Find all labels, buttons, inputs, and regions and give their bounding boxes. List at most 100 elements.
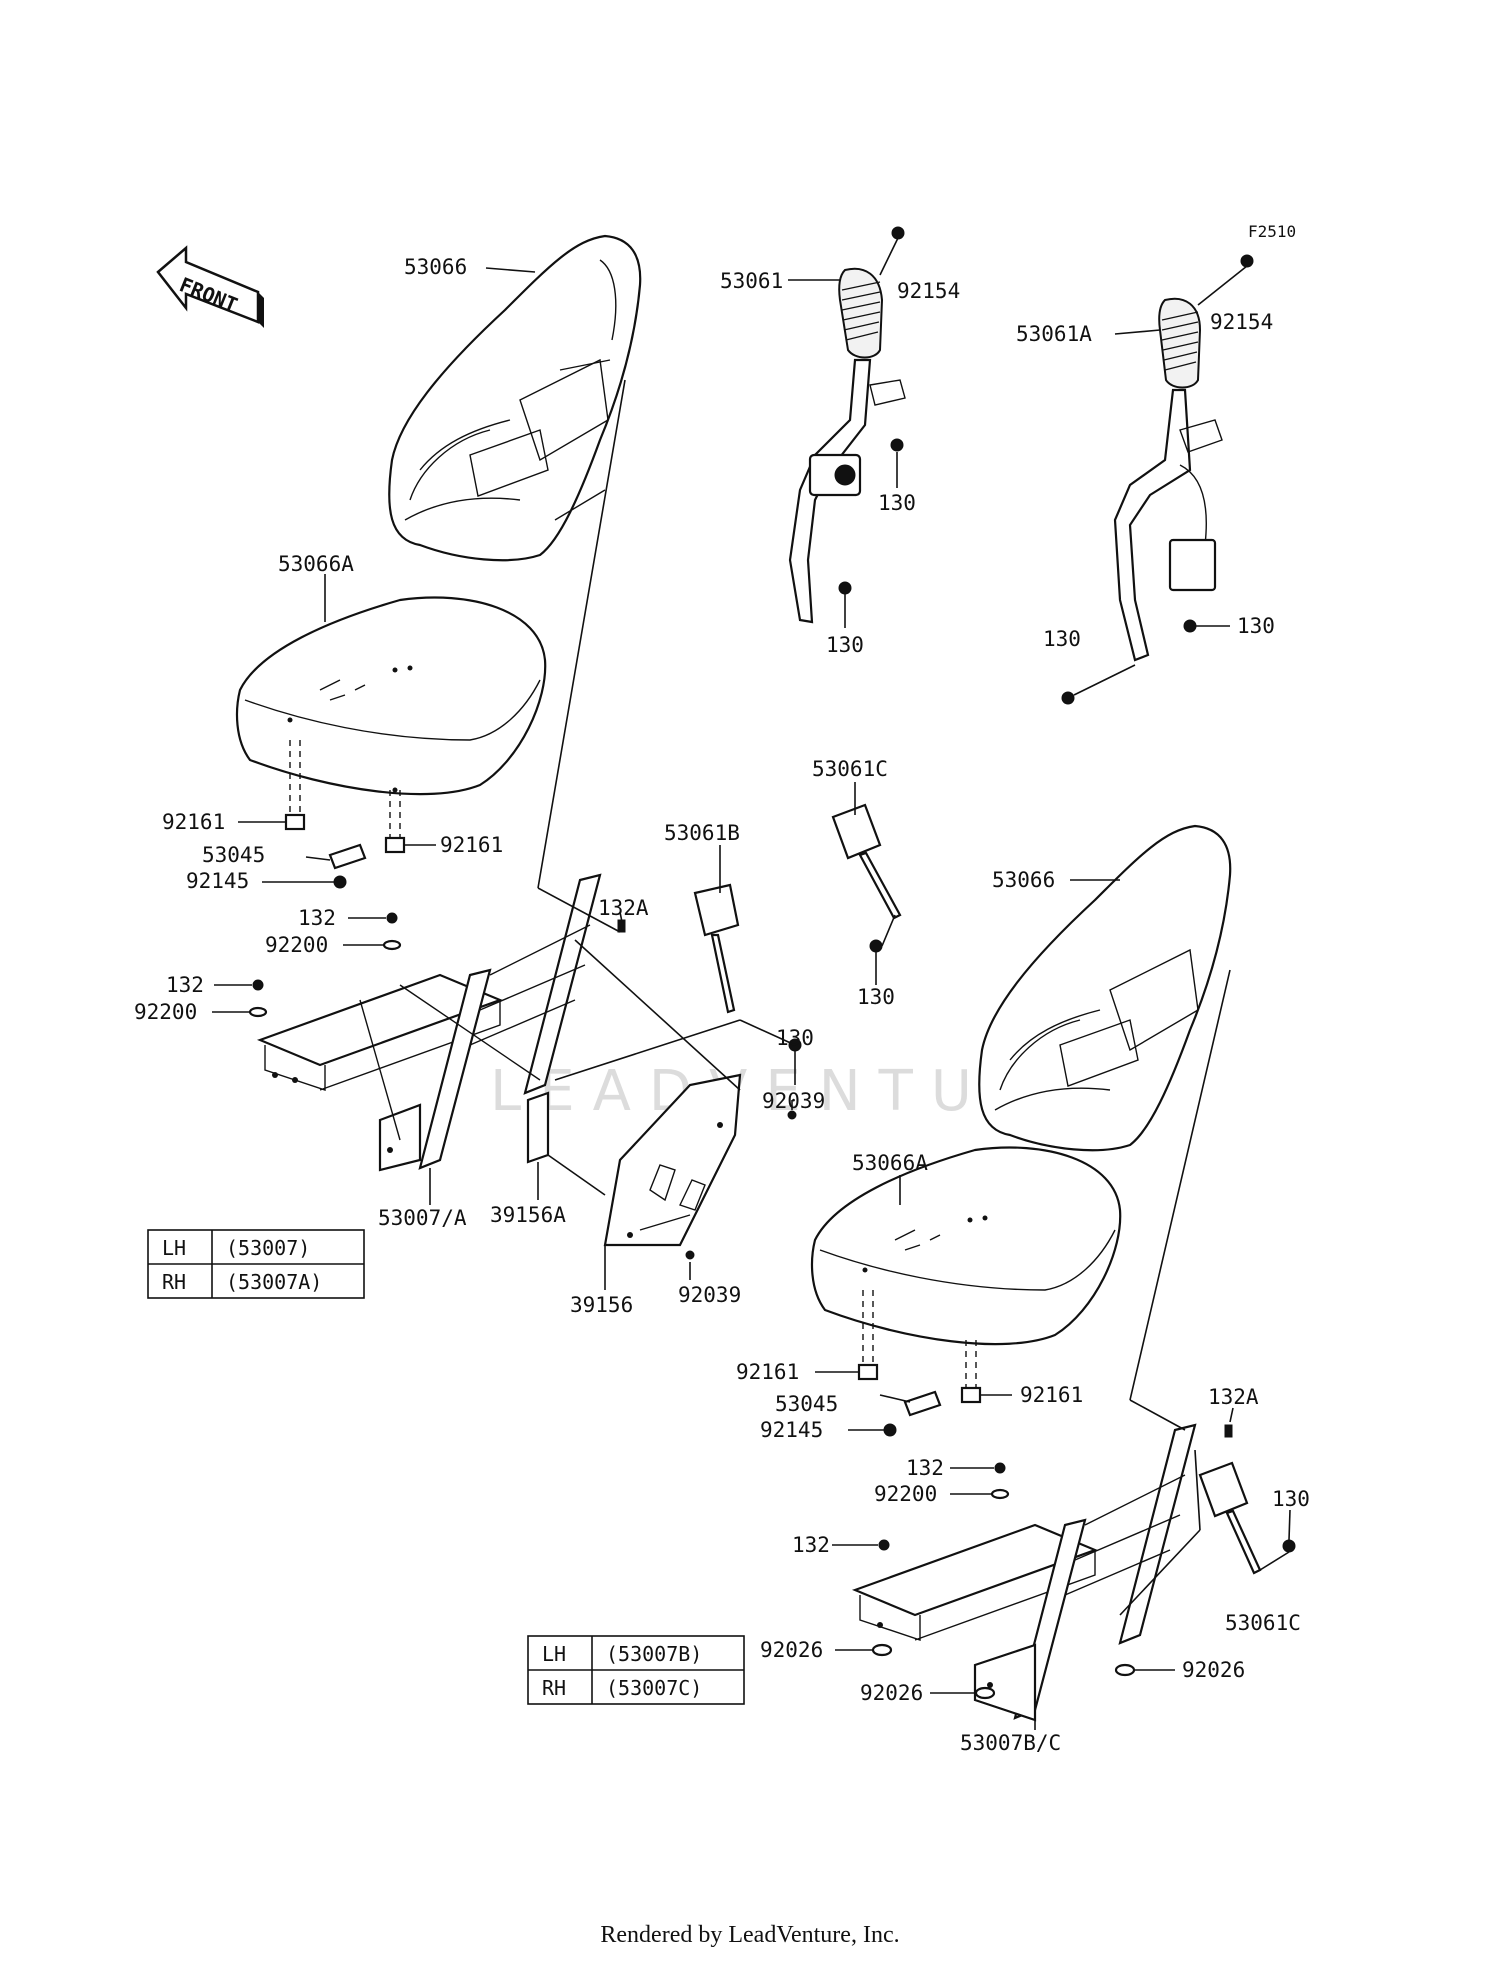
washer-92026-a bbox=[871, 1643, 893, 1657]
washer-92200-left-b bbox=[248, 1006, 268, 1018]
label-132-left-a: 132 bbox=[298, 906, 336, 930]
label-130-b: 130 bbox=[826, 633, 864, 657]
label-92200-left-b: 92200 bbox=[134, 1000, 197, 1024]
label-130-c: 130 bbox=[1237, 614, 1275, 638]
screw-92039-b bbox=[685, 1250, 695, 1260]
label-92161-left-a: 92161 bbox=[162, 810, 225, 834]
bracket-53045-left bbox=[328, 843, 367, 870]
label-53007bc: 53007B/C bbox=[960, 1731, 1061, 1755]
diagram-code: F2510 bbox=[1248, 222, 1296, 241]
table-left-lh-side: LH bbox=[162, 1236, 186, 1260]
label-53045-right: 53045 bbox=[775, 1392, 838, 1416]
label-132-left-b: 132 bbox=[166, 973, 204, 997]
clip-92145-right bbox=[883, 1423, 897, 1437]
bolt-130-b bbox=[838, 581, 852, 595]
seat-frame-right bbox=[851, 1423, 1197, 1722]
buckle-53061c-right bbox=[1198, 1461, 1262, 1575]
label-132a-right: 132A bbox=[1208, 1385, 1259, 1409]
label-53061c-top: 53061C bbox=[812, 757, 888, 781]
label-53061c-right: 53061C bbox=[1225, 1611, 1301, 1635]
clip-92161-right-a bbox=[857, 1363, 879, 1381]
footer-credit: Rendered by LeadVenture, Inc. bbox=[600, 1922, 900, 1948]
label-130-g: 130 bbox=[1272, 1487, 1310, 1511]
bolt-130-a bbox=[890, 438, 904, 452]
clip-92161-left-a bbox=[284, 813, 306, 831]
bolt-130-c bbox=[1183, 619, 1197, 633]
clip-92161-left-b bbox=[384, 836, 406, 854]
label-53061b: 53061B bbox=[664, 821, 740, 845]
label-92161-right-b: 92161 bbox=[1020, 1383, 1083, 1407]
clip-92145-left bbox=[333, 875, 347, 889]
table-right: LH (53007B) RH (53007C) bbox=[527, 1635, 745, 1705]
leader-lines bbox=[212, 237, 1291, 1730]
seat-cushion-right bbox=[810, 1146, 1122, 1346]
screw-132a-right bbox=[1224, 1424, 1233, 1438]
label-132-right-b: 132 bbox=[792, 1533, 830, 1557]
label-92145-right: 92145 bbox=[760, 1418, 823, 1442]
bolt-130-g bbox=[1282, 1539, 1296, 1553]
label-130-f: 130 bbox=[857, 985, 895, 1009]
seat-back-right bbox=[978, 824, 1232, 1152]
label-92039-a: 92039 bbox=[762, 1089, 825, 1113]
label-92039-b: 92039 bbox=[678, 1283, 741, 1307]
table-left: LH (53007) RH (53007A) bbox=[147, 1229, 365, 1299]
table-right-lh-part: (53007B) bbox=[606, 1642, 702, 1666]
label-92200-right: 92200 bbox=[874, 1482, 937, 1506]
table-right-rh-part: (53007C) bbox=[606, 1676, 702, 1700]
label-92026-c: 92026 bbox=[1182, 1658, 1245, 1682]
bolt-92154-b bbox=[1240, 254, 1254, 268]
seat-belt-53061 bbox=[788, 267, 906, 624]
seat-frame-left bbox=[256, 873, 602, 1172]
washer-92200-right bbox=[990, 1488, 1010, 1500]
label-53061: 53061 bbox=[720, 269, 783, 293]
label-92145-left: 92145 bbox=[186, 869, 249, 893]
table-left-lh-part: (53007) bbox=[226, 1236, 310, 1260]
bolt-132-right-a bbox=[994, 1462, 1006, 1474]
bolt-132-left-a bbox=[386, 912, 398, 924]
table-left-rh-part: (53007A) bbox=[226, 1270, 322, 1294]
seat-cushion-left bbox=[235, 596, 547, 796]
label-53066a-left: 53066A bbox=[278, 552, 354, 576]
bolt-132-right-b bbox=[878, 1539, 890, 1551]
label-53066-left: 53066 bbox=[404, 255, 467, 279]
label-132a-left: 132A bbox=[598, 896, 649, 920]
label-92026-a: 92026 bbox=[760, 1638, 823, 1662]
seat-belt-53061a bbox=[1113, 297, 1223, 662]
label-92161-left-b: 92161 bbox=[440, 833, 503, 857]
table-left-rh-side: RH bbox=[162, 1270, 186, 1294]
label-92154-b: 92154 bbox=[1210, 310, 1273, 334]
clip-92161-right-b bbox=[960, 1386, 982, 1404]
table-right-rh-side: RH bbox=[542, 1676, 566, 1700]
label-130-d: 130 bbox=[1043, 627, 1081, 651]
bolt-92154-a bbox=[891, 226, 905, 240]
label-53066-right: 53066 bbox=[992, 868, 1055, 892]
label-39156: 39156 bbox=[570, 1293, 633, 1317]
buckle-53061c bbox=[831, 803, 902, 920]
label-53061a: 53061A bbox=[1016, 322, 1092, 346]
label-130-a: 130 bbox=[878, 491, 916, 515]
callout-labels: 53066 53066A 92161 53045 92145 92161 132… bbox=[134, 255, 1310, 1755]
label-53007a: 53007/A bbox=[378, 1206, 467, 1230]
washer-92200-left-a bbox=[382, 939, 402, 951]
label-39156a: 39156A bbox=[490, 1203, 566, 1227]
washer-92026-c bbox=[1114, 1663, 1136, 1677]
label-132-right-a: 132 bbox=[906, 1456, 944, 1480]
label-92200-left-a: 92200 bbox=[265, 933, 328, 957]
label-92161-right-a: 92161 bbox=[736, 1360, 799, 1384]
washer-92026-b bbox=[974, 1686, 996, 1700]
buckle-53061b bbox=[693, 883, 740, 1014]
bolt-130-f bbox=[869, 939, 883, 953]
label-130-e: 130 bbox=[776, 1026, 814, 1050]
label-53066a-right: 53066A bbox=[852, 1151, 928, 1175]
seat-back-left bbox=[388, 234, 642, 562]
table-right-lh-side: LH bbox=[542, 1642, 566, 1666]
bolt-132-left-b bbox=[252, 979, 264, 991]
pad-39156a bbox=[526, 1091, 550, 1164]
bracket-53045-right bbox=[903, 1390, 942, 1417]
label-53045-left: 53045 bbox=[202, 843, 265, 867]
bolt-130-d bbox=[1061, 691, 1075, 705]
label-92026-b: 92026 bbox=[860, 1681, 923, 1705]
label-92154-a: 92154 bbox=[897, 279, 960, 303]
front-arrow-icon: FRONT bbox=[156, 245, 264, 328]
